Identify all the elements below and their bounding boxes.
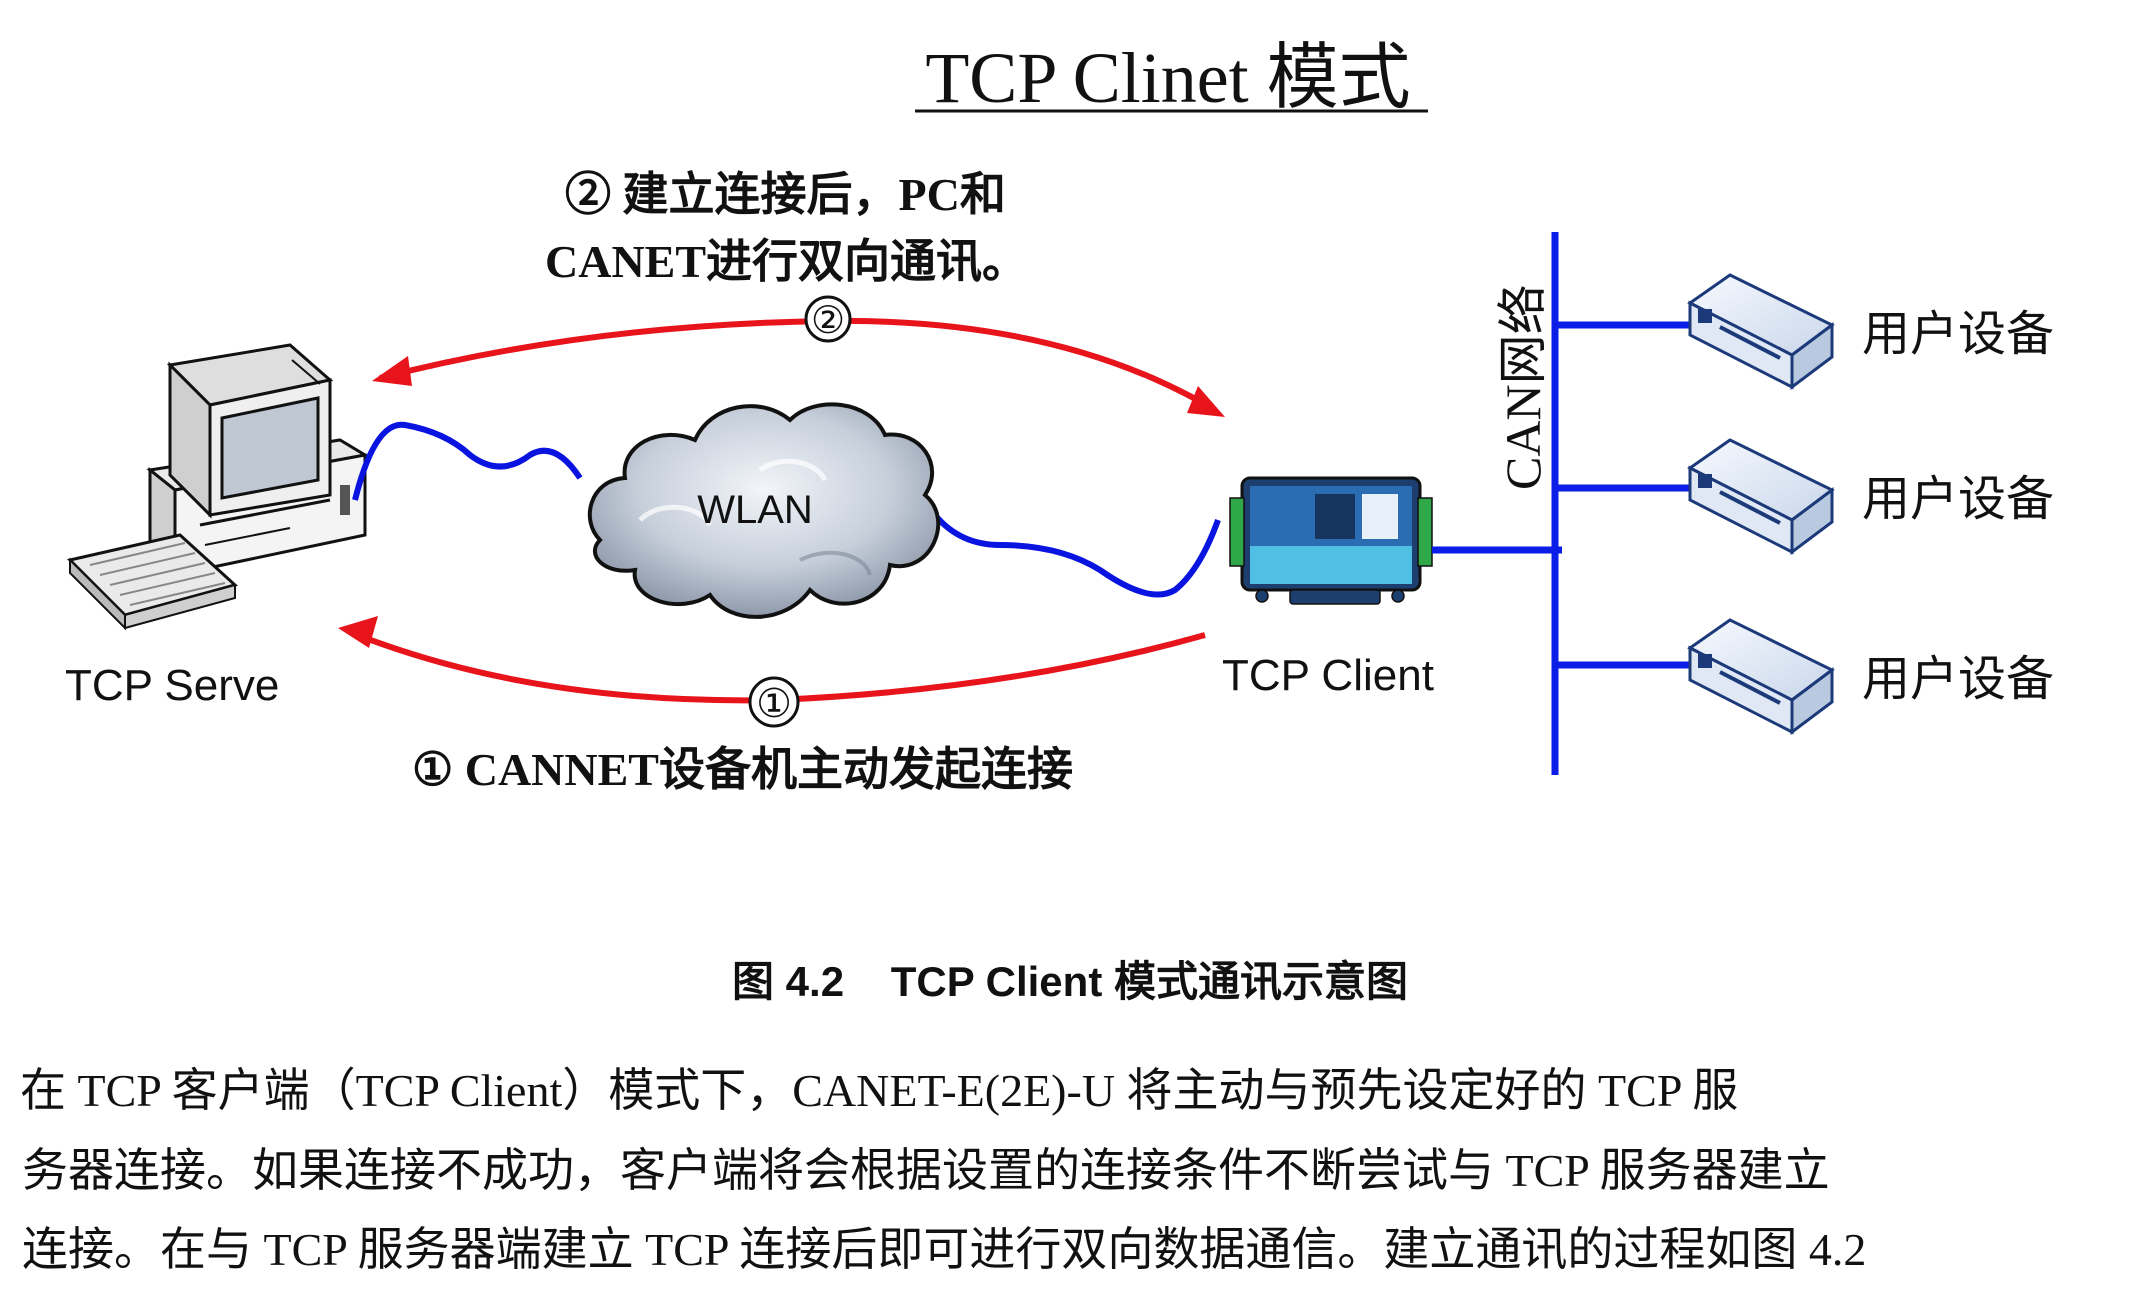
arrow-head-left-upper <box>372 356 412 386</box>
user-device-label: 用户设备 <box>1862 473 2054 526</box>
user-device-2 <box>1687 438 1835 555</box>
diagram-title: TCP Clinet 模式 <box>925 38 1410 118</box>
marker-2: ② <box>811 300 845 342</box>
marker-2-circle <box>804 295 852 343</box>
marker-1-circle <box>748 676 800 728</box>
client-label: TCP Client <box>1222 651 1434 700</box>
user-device-1 <box>1687 273 1835 390</box>
user-device-label: 用户设备 <box>1862 653 2054 706</box>
server-label: TCP Serve <box>65 661 279 710</box>
annotation-2-line2: CANET进行双向通讯。 <box>545 236 1028 287</box>
annotation-1: ① CANNET设备机主动发起连接 <box>412 744 1073 795</box>
arrow-bidirectional <box>379 317 1217 413</box>
arrow-head-right-upper <box>1187 386 1225 417</box>
computer-icon <box>67 343 370 631</box>
arrow-head-left-lower <box>338 616 378 648</box>
can-bus-label: CAN网络 <box>1495 284 1551 490</box>
user-device-3 <box>1687 618 1835 735</box>
annotation-2-line1: ② 建立连接后，PC和 <box>565 169 1006 220</box>
paragraph-line-3: 连接。在与 TCP 服务器端建立 TCP 连接后即可进行双向数据通信。建立通讯的… <box>22 1224 1867 1275</box>
canet-device-icon <box>1229 476 1433 605</box>
paragraph-line-2: 务器连接。如果连接不成功，客户端将会根据设置的连接条件不断尝试与 TCP 服务器… <box>22 1145 1830 1196</box>
user-device-label: 用户设备 <box>1862 308 2054 361</box>
figure-caption: 图 4.2 TCP Client 模式通讯示意图 <box>732 958 1408 1005</box>
marker-1: ① <box>756 681 792 726</box>
cloud-icon <box>587 402 941 619</box>
cloud-label: WLAN <box>697 488 813 532</box>
cable-right <box>932 513 1221 598</box>
paragraph-line-1: 在 TCP 客户端（TCP Client）模式下，CANET-E(2E)-U 将… <box>20 1065 1739 1116</box>
cable-left <box>352 421 583 501</box>
